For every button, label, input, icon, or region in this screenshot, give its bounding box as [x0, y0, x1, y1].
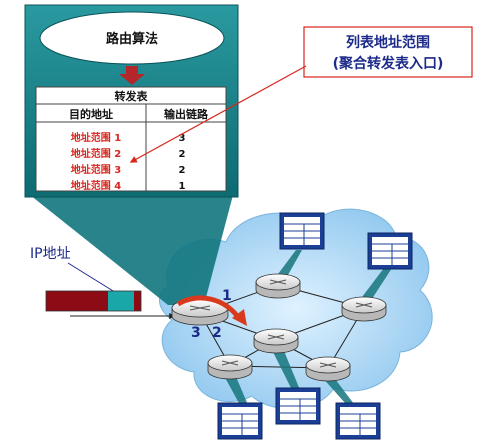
routing-algorithm-bubble [39, 11, 225, 65]
mini-table-bottom-left [217, 402, 263, 440]
router-node-center [253, 328, 299, 354]
table-row-2-link: 2 [179, 149, 186, 160]
table-row-1-dest: 地址范围 1 [71, 131, 121, 144]
callout-line-2: (聚合转发表入口) [333, 55, 444, 72]
mini-table-top [279, 212, 325, 250]
mini-table-bottom-center [275, 387, 321, 425]
table-row-4-dest: 地址范围 4 [71, 179, 121, 192]
callout-line-1: 列表地址范围 [346, 34, 430, 51]
link-label-1: 1 [222, 288, 232, 304]
link-label-2: 2 [212, 325, 222, 341]
forwarding-arrow-head [232, 309, 247, 326]
router-panel-funnel [30, 195, 233, 305]
mini-table-bottom-right [335, 402, 381, 440]
forwarding-table: 转发表 目的地址 输出链路 地址范围 1 3 地址范围 2 2 地址范围 3 2… [35, 86, 227, 192]
callout-pointer-arrow [129, 65, 307, 163]
down-arrow-icon [119, 66, 145, 85]
table-row-3-link: 2 [179, 165, 186, 176]
forwarding-table-title: 转发表 [115, 89, 149, 103]
routing-algorithm-label: 路由算法 [106, 31, 158, 47]
router-node-bottom-right [305, 356, 351, 382]
link-label-3: 3 [191, 325, 201, 341]
column-header-destination: 目的地址 [69, 107, 113, 121]
packet [45, 290, 142, 312]
router-node-top [255, 273, 301, 299]
ip-address-label: IP地址 [30, 246, 71, 262]
router-node-right [341, 296, 387, 322]
table-row-1-link: 3 [179, 133, 186, 144]
router-node-bottom-left [207, 354, 253, 380]
ip-pointer-line [67, 262, 119, 295]
callout-box [303, 26, 473, 78]
table-row-3-dest: 地址范围 3 [71, 163, 121, 176]
mini-table-right [367, 232, 413, 270]
column-header-output-link: 输出链路 [164, 107, 209, 121]
router-stems [222, 250, 392, 405]
table-row-4-link: 1 [179, 181, 186, 192]
forwarding-curve-arrow [176, 295, 243, 322]
table-row-2-dest: 地址范围 2 [71, 147, 121, 160]
